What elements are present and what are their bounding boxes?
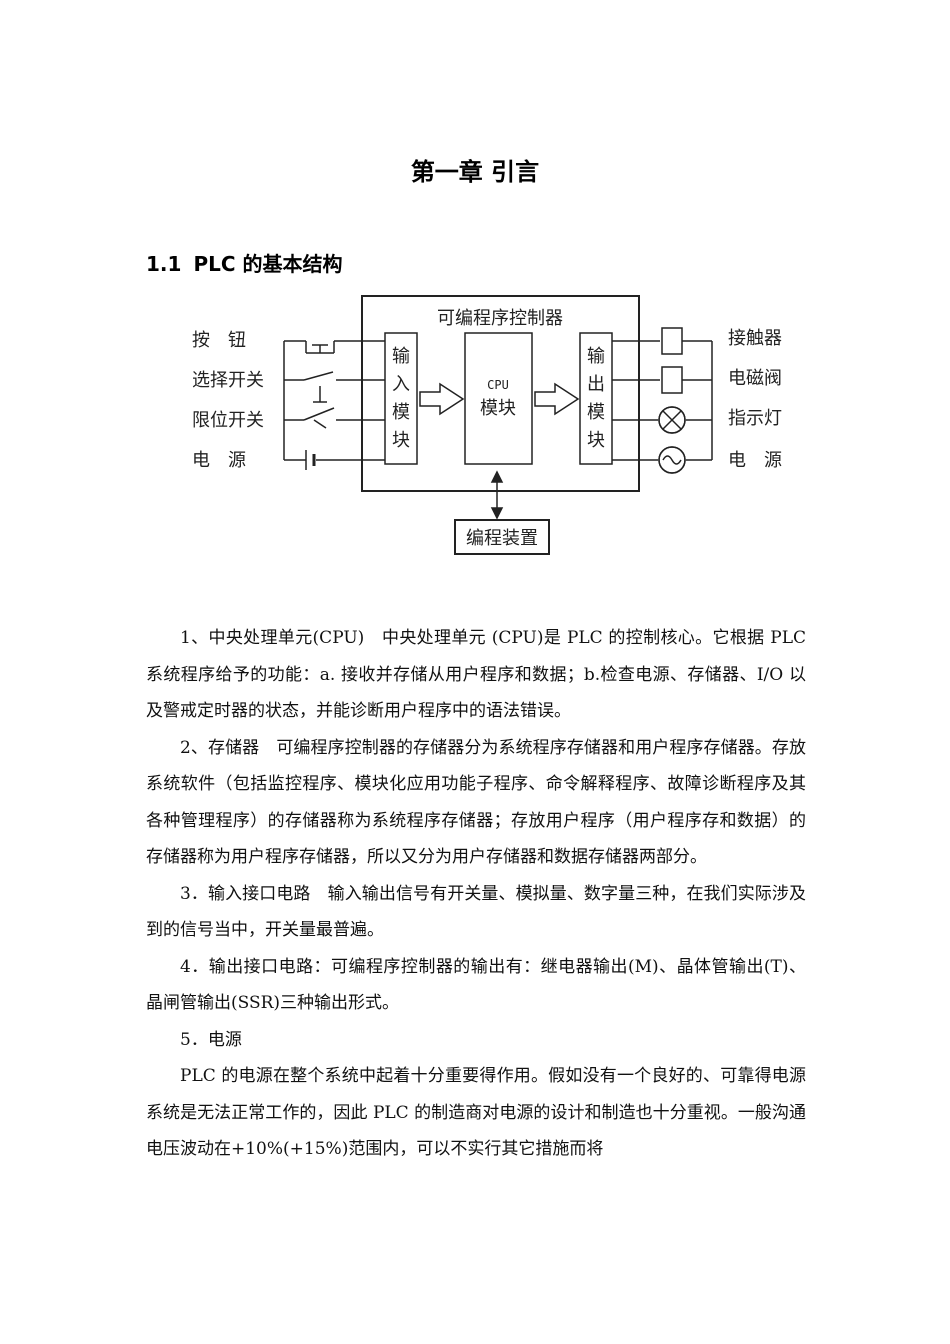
indicator-lamp-icon <box>658 406 686 434</box>
input-module-char: 输 <box>392 346 410 367</box>
output-module-char: 输 <box>587 346 605 367</box>
output-module-char: 模 <box>587 402 605 423</box>
cpu-to-output-arrow <box>534 382 580 416</box>
output-module-box <box>579 332 613 465</box>
output-label-valve: 电磁阀 <box>728 368 782 389</box>
input-to-cpu-arrow <box>419 382 465 416</box>
input-wiring <box>283 340 385 470</box>
section-heading: PLC 的基本结构 <box>193 252 343 276</box>
cpu-label: CPU <box>487 378 509 392</box>
input-label-button: 按 钮 <box>192 330 246 351</box>
output-label-power: 电 源 <box>728 450 782 471</box>
programmer-box <box>454 519 550 555</box>
section-number: 1.1 <box>146 252 182 276</box>
chapter-title: 第一章 引言 <box>410 158 540 186</box>
output-label-contactor: 接触器 <box>728 328 782 349</box>
cpu-module-label: 模块 <box>480 398 516 419</box>
controller-title: 可编程序控制器 <box>437 308 563 329</box>
paragraph-output-interface: 4．输出接口电路：可编程序控制器的输出有：继电器输出(M)、晶体管输出(T)、晶… <box>146 956 806 1014</box>
body-text: 1、中央处理单元(CPU) 中央处理单元 (CPU)是 PLC 的控制核心。它根… <box>146 620 806 1168</box>
input-label-selector: 选择开关 <box>192 370 264 391</box>
cpu-module-box <box>464 332 533 465</box>
controller-box <box>361 295 640 492</box>
section-title: 1.1 PLC 的基本结构 <box>146 248 342 277</box>
input-module-char: 入 <box>392 374 410 395</box>
input-module-char: 模 <box>392 402 410 423</box>
input-label-power: 电 源 <box>192 450 246 471</box>
output-module-char: 块 <box>587 430 605 451</box>
input-label-limit: 限位开关 <box>192 410 264 431</box>
paragraph-power: PLC 的电源在整个系统中起着十分重要得作用。假如没有一个良好的、可靠得电源系统… <box>146 1066 806 1159</box>
paragraph-cpu: 1、中央处理单元(CPU) 中央处理单元 (CPU)是 PLC 的控制核心。它根… <box>146 628 806 721</box>
programmer-label: 编程装置 <box>466 528 538 549</box>
programmer-link-arrow <box>490 470 504 520</box>
output-module-char: 出 <box>587 374 605 395</box>
ac-power-icon <box>658 446 686 474</box>
input-module-char: 块 <box>392 430 410 451</box>
plc-structure-diagram: 可编程序控制器 输 入 模 块 CPU 模块 输 出 模 块 按 钮 选择开关 … <box>192 295 782 555</box>
paragraph-input-interface: 3．输入接口电路 输入输出信号有开关量、模拟量、数字量三种，在我们实际涉及到的信… <box>146 883 806 941</box>
input-module-box <box>384 332 418 465</box>
output-label-lamp: 指示灯 <box>728 408 782 429</box>
paragraph-memory: 2、存储器 可编程序控制器的存储器分为系统程序存储器和用户程序存储器。存放系统软… <box>146 737 806 868</box>
paragraph-power-heading: 5．电源 <box>180 1029 242 1050</box>
